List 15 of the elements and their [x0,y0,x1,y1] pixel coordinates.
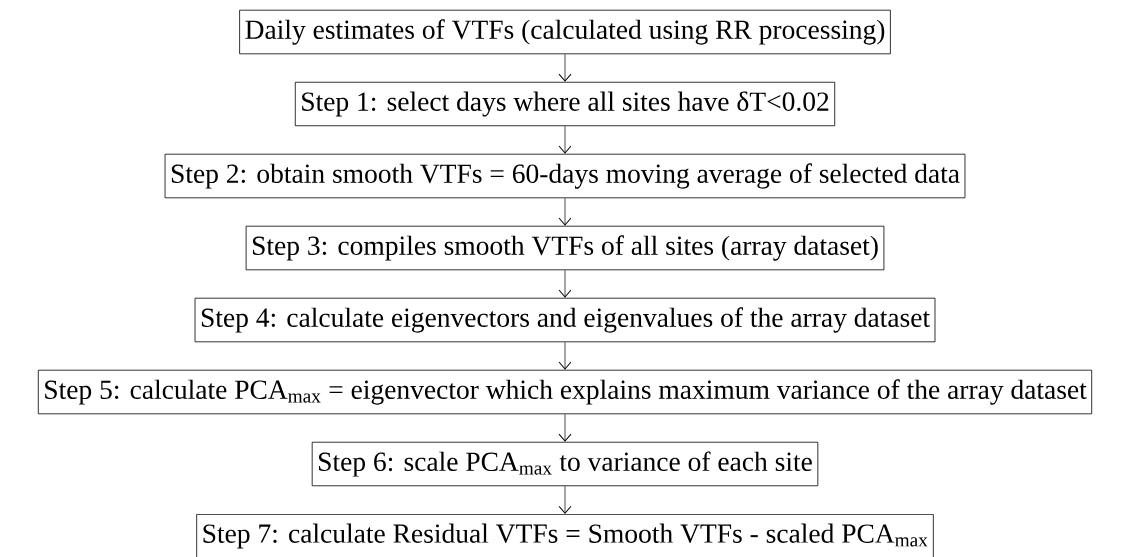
arrow [558,413,572,442]
process-box: Step 7: calculate Residual VTFs = Smooth VTFs - scaled PCA$_{max}$ [196,513,934,557]
arrow [558,53,572,82]
arrow [558,197,572,226]
process-box: Step 1: select days where all sites have δT<0.02 [294,81,836,127]
process-box: Step 2: obtain smooth VTFs = 60-days moving average of selected data [164,153,966,199]
arrow [558,341,572,370]
arrow [558,485,572,514]
process-box: Step 6: scale PCA$_{max}$ to variance of each site [311,441,819,487]
process-box: Step 4: calculate eigenvectors and eigenvalues of the array dataset [194,297,936,343]
arrow [558,125,572,154]
process-box: Step 5: calculate PCA$_{max}$ = eigenvector which explains maximum variance of the array dataset [37,369,1093,415]
process-box: Step 3: compiles smooth VTFs of all sites (array dataset) [245,225,885,271]
arrow [558,269,572,298]
process-box: Daily estimates of VTFs (calculated using RR processing) [239,9,891,55]
